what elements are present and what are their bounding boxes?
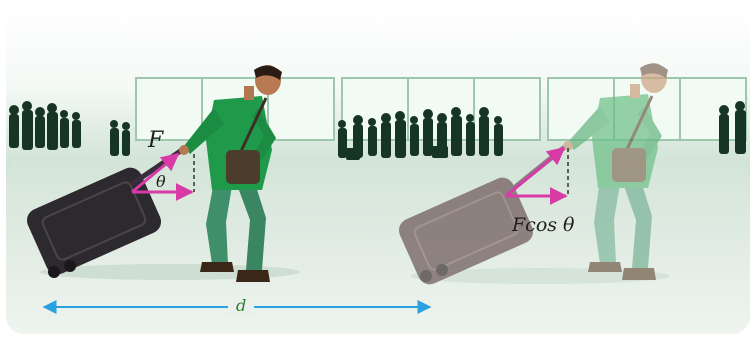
angle-label: θ [156,172,166,191]
force-label: F [148,128,163,153]
distance-label: d [228,296,254,315]
horizontal-component-label: Fcos θ [512,214,575,236]
